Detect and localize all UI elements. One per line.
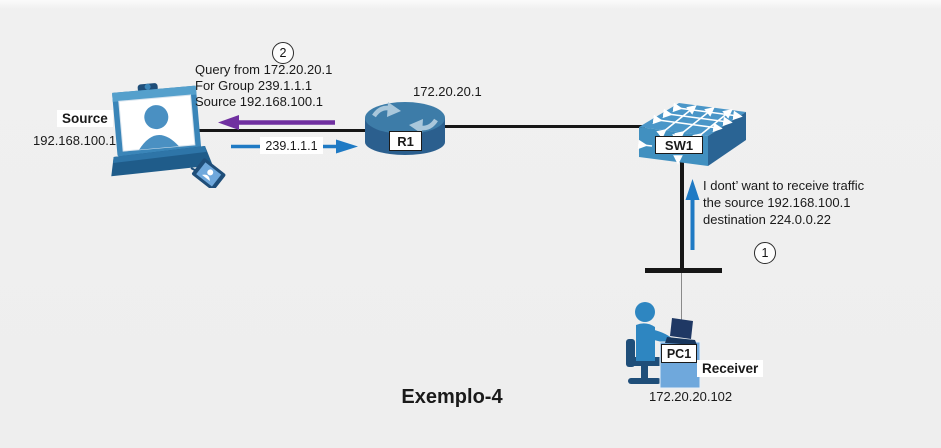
tablet-icon xyxy=(192,158,226,188)
multicast-group-label: 239.1.1.1 xyxy=(260,137,323,154)
router-icon xyxy=(365,102,445,155)
query-arrow-left xyxy=(218,115,335,130)
link-source-to-r1 xyxy=(181,129,370,132)
query-callout-text: Query from 172.20.20.1 For Group 239.1.1… xyxy=(195,62,332,110)
source-endpoint-icon xyxy=(111,83,226,188)
switch-top-grid xyxy=(652,102,743,143)
router-ip-label: 172.20.20.1 xyxy=(413,84,482,99)
pc-ip-label: 172.20.20.102 xyxy=(649,389,733,404)
link-r1-to-sw1 xyxy=(443,125,645,128)
link-sw1-to-segment xyxy=(680,159,684,270)
diagram-title: Exemplo-4 xyxy=(401,386,503,408)
igmp-line-1: I dont’ want to receive traffic xyxy=(703,178,865,193)
switch-icon xyxy=(637,102,746,166)
source-ip-label: 192.168.100.1 xyxy=(33,133,117,148)
router-name-label: R1 xyxy=(389,131,422,151)
report-arrow-up xyxy=(685,179,700,250)
receiver-role-label: Receiver xyxy=(697,360,764,377)
igmp-callout-text: I dont’ want to receive traffic the sour… xyxy=(703,177,864,228)
source-name-label: Source xyxy=(57,110,113,127)
laptop xyxy=(665,318,697,345)
step-2-badge: 2 xyxy=(272,42,294,64)
segment-terminator xyxy=(645,268,722,273)
query-line-2: For Group 239.1.1.1 xyxy=(195,78,313,93)
query-line-3: Source 192.168.100.1 xyxy=(195,94,323,109)
igmp-line-2: the source 192.168.100.1 xyxy=(703,195,851,210)
query-line-1: Query from 172.20.20.1 xyxy=(195,62,333,77)
pc-name-label: PC1 xyxy=(661,344,697,363)
switch-name-label: SW1 xyxy=(655,136,703,154)
igmp-line-3: destination 224.0.0.22 xyxy=(703,212,831,227)
drop-line-to-pc1 xyxy=(681,273,682,323)
step-1-badge: 1 xyxy=(754,242,776,264)
